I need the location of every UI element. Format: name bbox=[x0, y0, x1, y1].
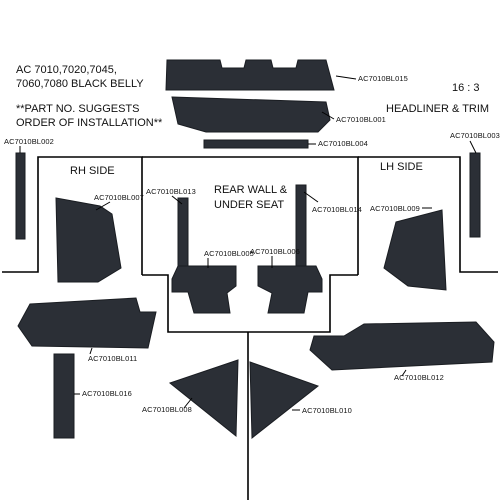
part-label-bl003: AC7010BL003 bbox=[450, 131, 500, 140]
part-label-bl007: AC7010BL007 bbox=[94, 193, 144, 202]
leader-bl007 bbox=[95, 201, 111, 211]
rh-side-panel-bl007 bbox=[55, 197, 122, 283]
lh-long-panel-bl012 bbox=[309, 321, 495, 371]
model-line-2: 7060,7080 BLACK BELLY bbox=[16, 78, 144, 90]
part-label-bl010: AC7010BL010 bbox=[302, 406, 352, 415]
part-label-bl006: AC7010BL006 bbox=[250, 247, 300, 256]
rear-bottom-border bbox=[142, 274, 358, 333]
leader-bl008 bbox=[183, 397, 193, 409]
part-label-bl011: AC7010BL011 bbox=[88, 354, 137, 363]
part-label-bl016: AC7010BL016 bbox=[82, 389, 132, 398]
under-seat-panel-bl005 bbox=[171, 265, 237, 314]
trim-strip-bl002 bbox=[15, 152, 26, 240]
leader-bl013 bbox=[171, 195, 183, 205]
part-label-bl008: AC7010BL008 bbox=[142, 405, 192, 414]
rear-wall-title-1: REAR WALL & bbox=[214, 184, 288, 196]
lh-section-border bbox=[358, 156, 498, 273]
rear-wall-title-2: UNDER SEAT bbox=[214, 199, 284, 211]
note-line-2: ORDER OF INSTALLATION** bbox=[16, 117, 163, 129]
leader-bl014 bbox=[303, 191, 319, 203]
headliner-strip-bl004 bbox=[203, 139, 309, 149]
part-label-bl004: AC7010BL004 bbox=[318, 139, 368, 148]
note-line-1: **PART NO. SUGGESTS bbox=[16, 103, 139, 115]
lh-side-panel-bl009 bbox=[383, 209, 447, 291]
part-label-bl002: AC7010BL002 bbox=[4, 137, 54, 146]
part-label-bl009: AC7010BL009 bbox=[370, 204, 420, 213]
part-label-bl001: AC7010BL001 bbox=[336, 115, 386, 124]
leader-bl011 bbox=[89, 347, 93, 355]
headliner-panel-bl001 bbox=[171, 96, 331, 133]
part-label-bl015: AC7010BL015 bbox=[358, 74, 408, 83]
rh-strip-bl016 bbox=[53, 353, 75, 439]
rear-strip-bl014 bbox=[295, 184, 307, 278]
part-label-bl014: AC7010BL014 bbox=[312, 205, 362, 214]
rh-section-border bbox=[2, 156, 143, 275]
model-line-1: AC 7010,7020,7045, bbox=[16, 64, 117, 76]
part-label-bl005: AC7010BL005 bbox=[204, 249, 254, 258]
trim-strip-bl003 bbox=[469, 152, 481, 238]
leader-bl015 bbox=[335, 75, 357, 80]
part-label-bl013: AC7010BL013 bbox=[146, 187, 196, 196]
headliner-panel-bl015 bbox=[165, 59, 335, 91]
page-title: HEADLINER & TRIM bbox=[386, 103, 489, 115]
rh-triangle-panel-bl008 bbox=[168, 359, 239, 438]
lh-side-title: LH SIDE bbox=[380, 161, 423, 173]
under-seat-panel-bl006 bbox=[257, 265, 323, 314]
leader-bl001 bbox=[321, 111, 335, 120]
page-number: 16 : 3 bbox=[452, 82, 480, 94]
leader-bl003 bbox=[469, 140, 477, 154]
lh-triangle-panel-bl010 bbox=[249, 361, 320, 440]
part-label-bl012: AC7010BL012 bbox=[394, 373, 444, 382]
leader-bl012 bbox=[401, 369, 407, 377]
rh-long-panel-bl011 bbox=[17, 297, 157, 349]
rh-side-title: RH SIDE bbox=[70, 165, 115, 177]
